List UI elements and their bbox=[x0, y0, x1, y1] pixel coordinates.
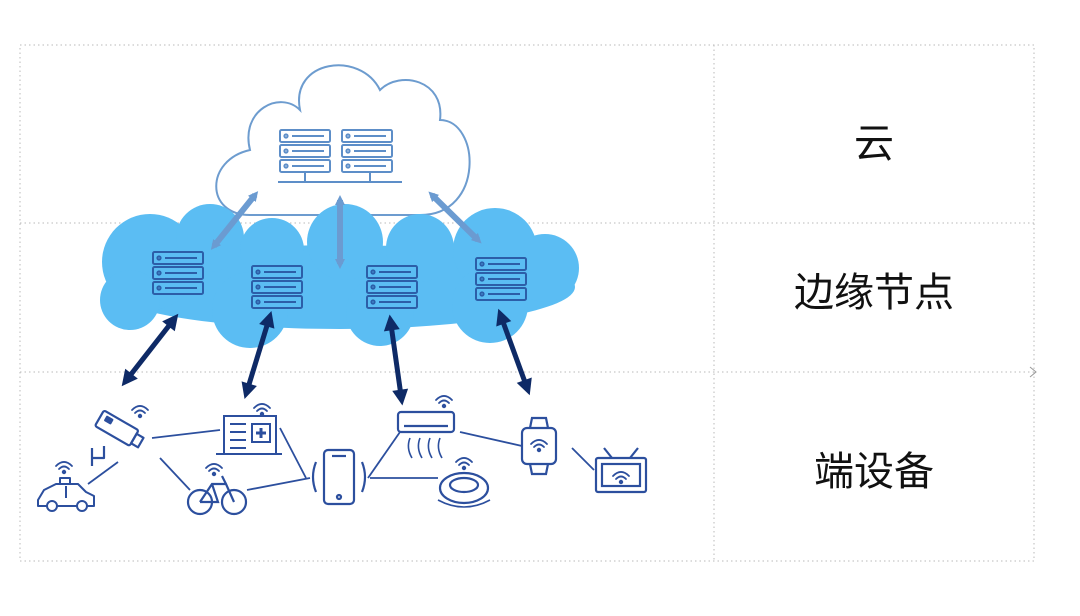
robot-vacuum-icon bbox=[437, 456, 491, 508]
cloud-edge-arrows bbox=[210, 191, 482, 269]
cctv-camera-icon bbox=[90, 404, 150, 466]
bicycle-icon bbox=[186, 462, 248, 516]
hospital-icon bbox=[216, 403, 282, 455]
grid-lines bbox=[19, 44, 1035, 562]
edge-server-icon-3 bbox=[366, 265, 418, 309]
collapse-handle-icon bbox=[1029, 366, 1037, 378]
edge-server-icon-4 bbox=[475, 257, 527, 301]
edge-server-icon-2 bbox=[251, 265, 303, 309]
taxi-icon bbox=[37, 461, 95, 512]
edge-layer-label: 边缘节点 bbox=[794, 270, 954, 316]
device-layer-label: 端设备 bbox=[814, 449, 934, 495]
cloud-server-icon bbox=[278, 129, 402, 183]
edge-device-arrows bbox=[121, 308, 532, 406]
air-conditioner-icon bbox=[396, 394, 456, 459]
smartwatch-icon bbox=[520, 416, 558, 476]
smart-tv-icon bbox=[594, 447, 648, 494]
device-links bbox=[87, 427, 595, 491]
edge-server-icon-1 bbox=[152, 251, 204, 295]
smartphone-icon bbox=[311, 448, 367, 506]
cloud-shape bbox=[215, 64, 471, 216]
cloud-layer-label: 云 bbox=[854, 121, 894, 167]
